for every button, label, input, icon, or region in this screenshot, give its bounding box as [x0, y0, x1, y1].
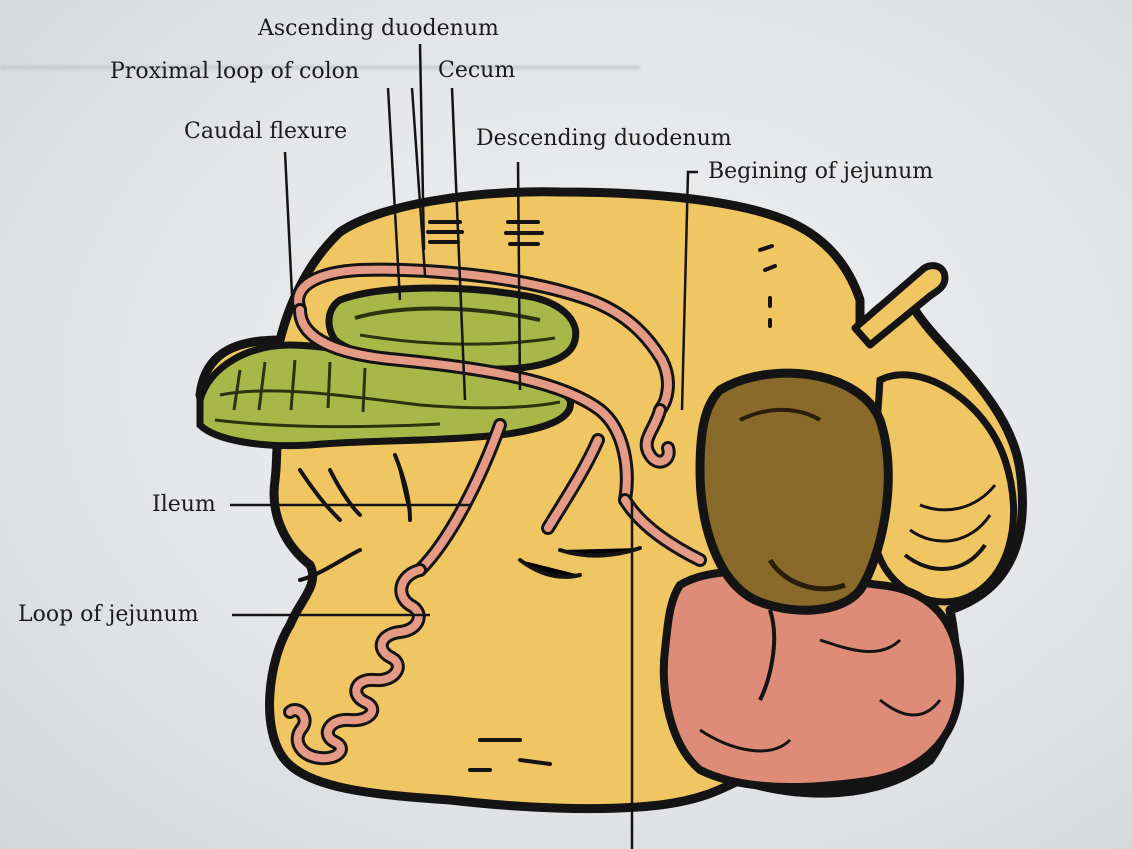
label-ascending-duodenum: Ascending duodenum	[258, 18, 499, 40]
label-ileum: Ileum	[152, 494, 216, 516]
label-begining-of-jejunum: Begining of jejunum	[708, 161, 933, 183]
label-caudal-flexure: Caudal flexure	[184, 121, 347, 143]
leader-caudal-flexure	[285, 152, 292, 295]
label-cecum: Cecum	[438, 60, 515, 82]
spleen-brown	[700, 373, 888, 610]
label-proximal-loop-of-colon: Proximal loop of colon	[110, 61, 359, 83]
label-descending-duodenum: Descending duodenum	[476, 128, 732, 150]
label-loop-of-jejunum: Loop of jejunum	[18, 604, 199, 626]
